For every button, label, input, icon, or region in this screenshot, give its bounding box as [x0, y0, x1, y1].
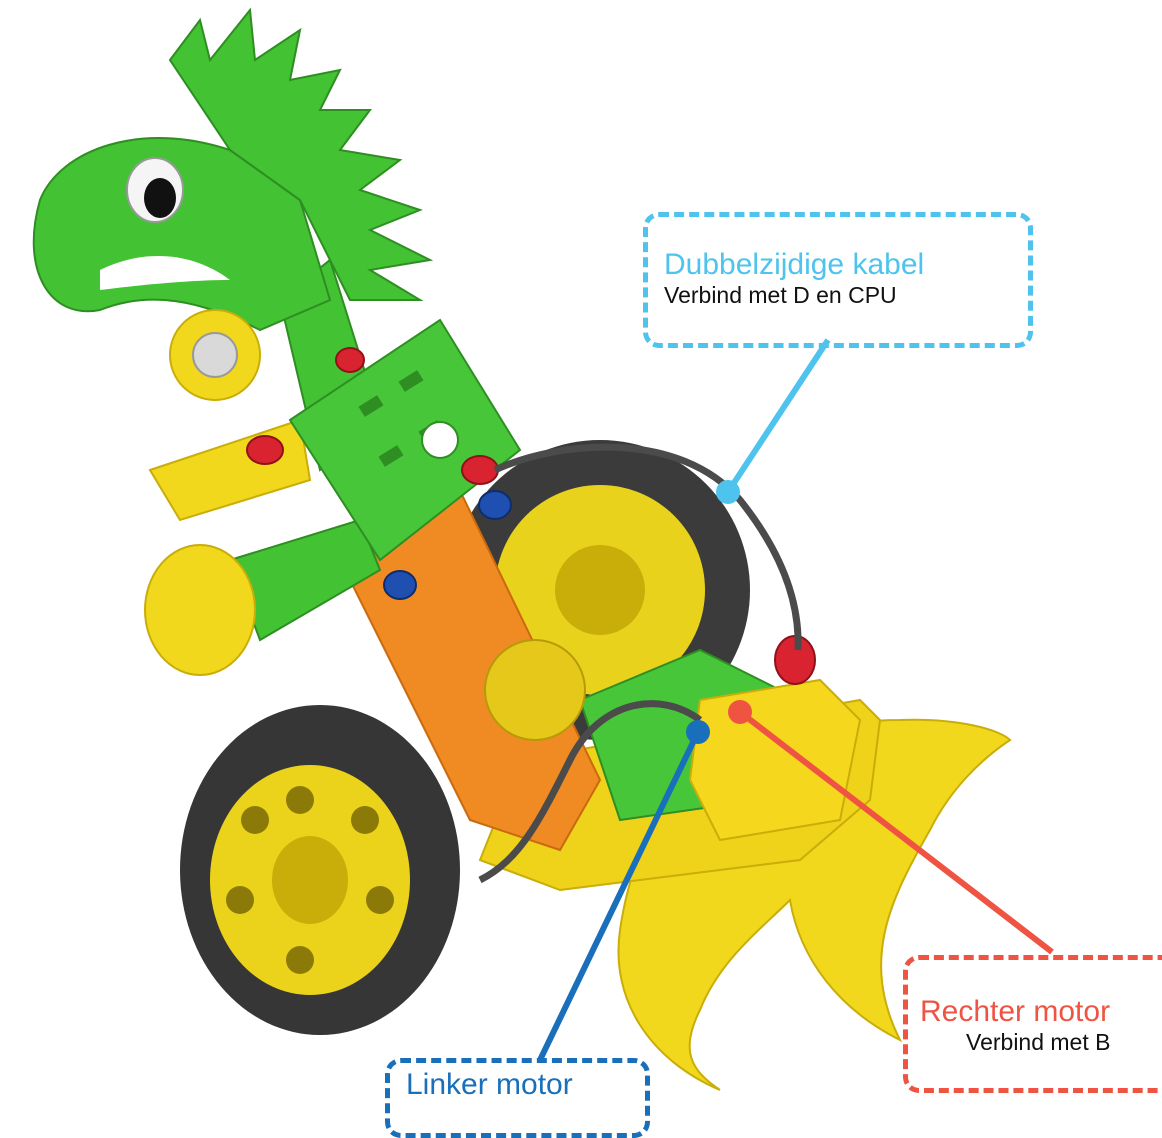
cable-leader-line [728, 340, 828, 492]
front-wheel-center [272, 836, 348, 924]
cable-leader-dot [716, 480, 740, 504]
left-motor-callout: Linker motor [385, 1058, 650, 1138]
right-motor-callout-title: Rechter motor [920, 996, 1162, 1028]
back-wheel-center [555, 545, 645, 635]
right-motor-callout-subtitle: Verbind met B [920, 1028, 1162, 1056]
cable-callout-subtitle: Verbind met D en CPU [664, 281, 1028, 309]
cable-callout-title: Dubbelzijdige kabel [664, 249, 1028, 281]
yellow-battery-box [690, 680, 860, 840]
yellow-shoulder-plate [150, 420, 310, 520]
left-motor-leader-dot [686, 720, 710, 744]
right-motor-leader-dot [728, 700, 752, 724]
yellow-hand [145, 545, 255, 675]
sensor-eye [193, 333, 237, 377]
robot-illustration [0, 0, 1162, 1097]
cpu-logo [422, 422, 458, 458]
cable-callout: Dubbelzijdige kabel Verbind met D en CPU [643, 212, 1033, 348]
dino-eye-pupil [144, 178, 176, 218]
right-motor-callout: Rechter motor Verbind met B [903, 955, 1162, 1093]
speaker-module [485, 640, 585, 740]
left-motor-callout-title: Linker motor [406, 1069, 645, 1101]
